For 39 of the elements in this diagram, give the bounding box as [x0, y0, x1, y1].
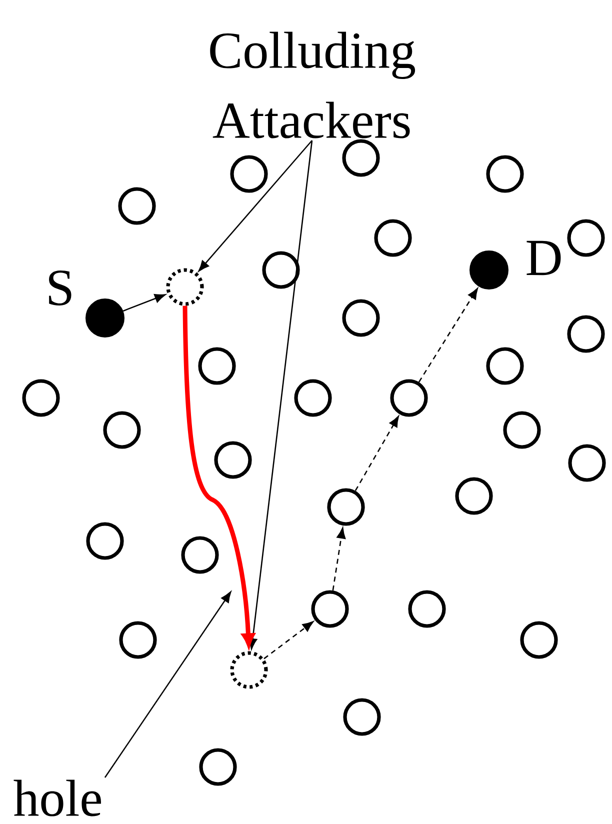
- arrow: [264, 621, 314, 660]
- node-circle: [119, 621, 157, 659]
- caption-text: Colluding Attackers: [210, 32, 416, 138]
- node-circle: [390, 379, 428, 417]
- node-circle: [262, 251, 300, 289]
- node-label: S: [49, 270, 72, 306]
- node-circle: [408, 590, 446, 628]
- arrow: [122, 294, 166, 312]
- arrow: [418, 288, 478, 382]
- node-circle: [568, 444, 606, 482]
- node-circle: [486, 155, 524, 193]
- node-circle: [294, 379, 332, 417]
- node-circle: [103, 411, 141, 449]
- node-circle: [230, 155, 268, 193]
- node-circle: [455, 477, 493, 515]
- label-text: hole: [14, 780, 101, 816]
- dashed-node-circle: [230, 651, 268, 689]
- arrow: [354, 416, 399, 492]
- dashed-node-circle: [166, 268, 204, 306]
- node-circle: [567, 315, 605, 353]
- node-circle: [327, 488, 365, 526]
- leader-line: [198, 140, 312, 272]
- node-circle: [199, 748, 237, 786]
- leader-line: [248, 140, 313, 650]
- node-circle: [503, 411, 541, 449]
- node-label: D: [526, 240, 561, 276]
- node-circle: [374, 219, 412, 257]
- node-circle: [342, 299, 380, 337]
- leader-line: [104, 592, 232, 778]
- node-circle: [86, 522, 124, 560]
- node-circle: [343, 698, 381, 736]
- arrow: [332, 528, 346, 591]
- node-circle: [22, 379, 60, 417]
- node-circle: [342, 139, 380, 177]
- node-circle: [118, 187, 156, 225]
- node-circle: [486, 347, 524, 385]
- node-circle: [567, 219, 605, 257]
- node-circle: [520, 621, 558, 659]
- node-circle: [311, 590, 349, 628]
